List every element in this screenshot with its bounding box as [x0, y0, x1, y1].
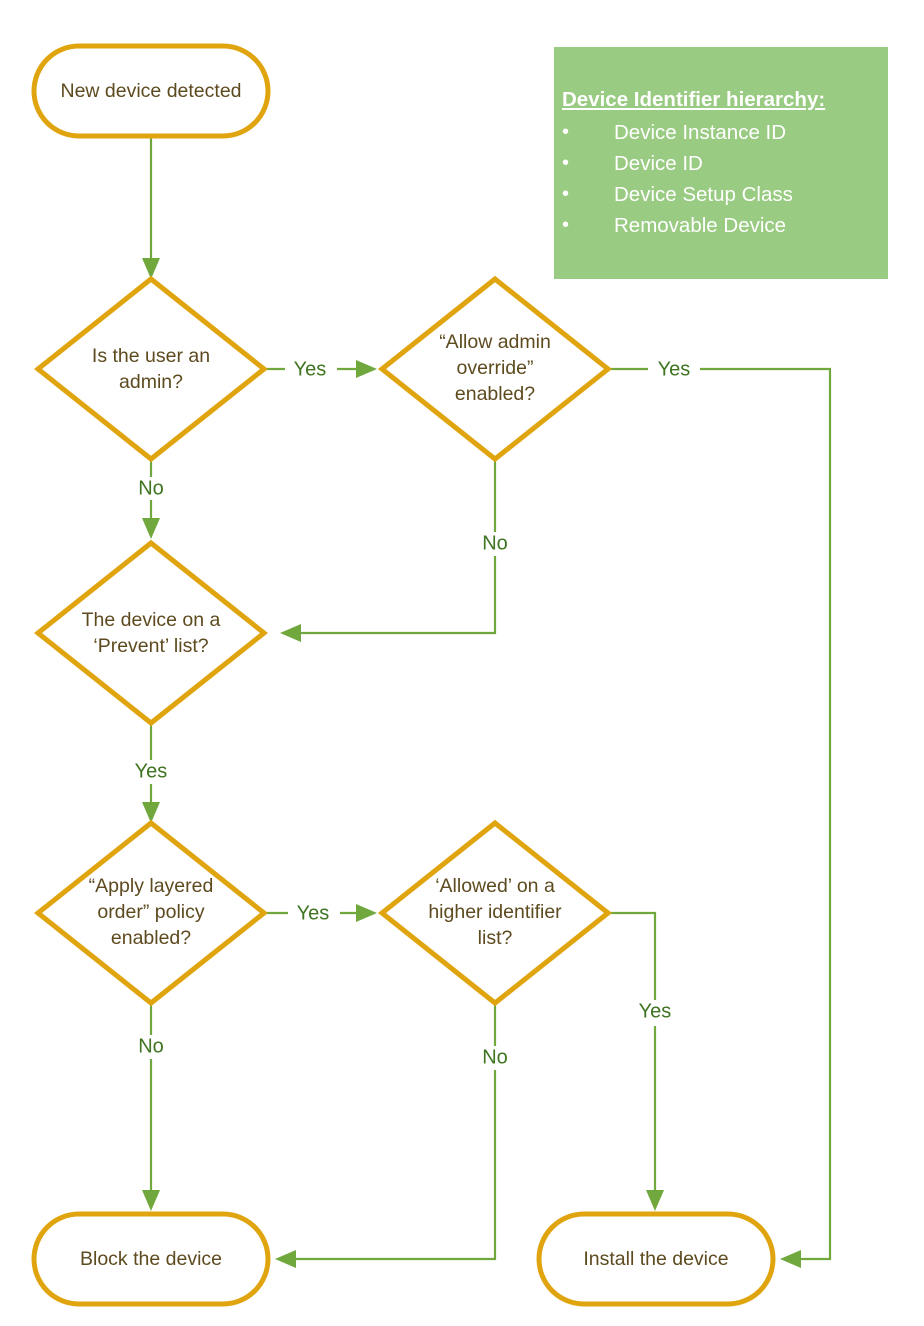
- arrowhead-icon: [275, 1250, 296, 1268]
- node-label-allowed-line1: ‘Allowed’ on a: [435, 875, 555, 897]
- edge-label-yes-prevent: Yes: [135, 760, 168, 782]
- edge-label-yes-admin: Yes: [294, 358, 327, 380]
- legend-item-label: Device Setup Class: [614, 183, 793, 206]
- node-shape-decision: [33, 819, 269, 1007]
- edge-label-no-override: No: [482, 532, 508, 554]
- node-admin-override[interactable]: “Allow admin override” enabled?: [377, 275, 613, 463]
- node-shape-terminator: [31, 1211, 271, 1307]
- edge-label-yes-override: Yes: [658, 358, 691, 380]
- edge-label-no-admin: No: [138, 477, 164, 499]
- node-label-layered-line1: “Apply layered: [89, 875, 214, 897]
- edge-layered-yes: Yes: [264, 902, 377, 924]
- legend-panel: Device Identifier hierarchy: • Device In…: [554, 47, 888, 279]
- arrowhead-icon: [142, 518, 160, 539]
- edge-start-to-is-admin: [142, 137, 160, 279]
- edge-is-admin-yes: Yes: [264, 358, 377, 380]
- arrowhead-icon: [646, 1190, 664, 1211]
- edge-line: [608, 911, 657, 1000]
- edge-admin-override-no: No: [280, 461, 508, 642]
- arrowhead-icon: [142, 258, 160, 279]
- node-shape-decision: [33, 539, 269, 727]
- bullet-icon: •: [562, 152, 570, 174]
- node-shape-decision: [377, 819, 613, 1007]
- edge-line: [700, 367, 832, 1261]
- node-block-device[interactable]: Block the device: [31, 1211, 271, 1307]
- node-label-layered-line2: order” policy: [97, 901, 205, 923]
- edge-allowed-yes: Yes: [608, 911, 672, 1211]
- legend-list-item: • Removable Device: [562, 210, 793, 241]
- legend-list-item: • Device Setup Class: [562, 179, 793, 210]
- edge-line: [295, 556, 497, 635]
- node-shape-decision: [33, 275, 269, 463]
- edge-prevent-yes: Yes: [135, 724, 168, 823]
- edge-line: [290, 1070, 497, 1261]
- bullet-icon: •: [562, 121, 570, 143]
- bullet-icon: •: [562, 183, 570, 205]
- edge-label-yes-allowed: Yes: [639, 1000, 672, 1022]
- node-label-allowed-line3: list?: [478, 927, 513, 949]
- node-label-allowed-line2: higher identifier: [428, 901, 562, 923]
- legend-list: • Device Instance ID • Device ID • Devic…: [562, 117, 793, 241]
- node-is-admin[interactable]: Is the user an admin?: [33, 275, 269, 463]
- arrowhead-icon: [780, 1250, 801, 1268]
- legend-item-label: Device Instance ID: [614, 121, 787, 144]
- arrowhead-icon: [142, 1190, 160, 1211]
- node-allowed-higher[interactable]: ‘Allowed’ on a higher identifier list?: [377, 819, 613, 1007]
- node-label-is-admin-line2: admin?: [119, 371, 183, 393]
- edge-label-no-allowed: No: [482, 1046, 508, 1068]
- edge-is-admin-no: No: [138, 461, 164, 539]
- node-label-prevent-line1: The device on a: [82, 609, 221, 631]
- node-install-device[interactable]: Install the device: [536, 1211, 776, 1307]
- legend-list-item: • Device Instance ID: [562, 117, 793, 148]
- node-label-is-admin-line1: Is the user an: [92, 345, 210, 367]
- node-prevent-list[interactable]: The device on a ‘Prevent’ list?: [33, 539, 269, 727]
- node-layered-order[interactable]: “Apply layered order” policy enabled?: [33, 819, 269, 1007]
- node-label-install: Install the device: [583, 1248, 728, 1270]
- node-label-layered-line3: enabled?: [111, 927, 191, 949]
- legend-title: Device Identifier hierarchy:: [562, 88, 826, 111]
- node-label-admin-override-line2: override”: [457, 357, 534, 379]
- node-label-start: New device detected: [60, 80, 241, 102]
- node-label-admin-override-line3: enabled?: [455, 383, 535, 405]
- node-label-prevent-line2: ‘Prevent’ list?: [93, 635, 208, 657]
- legend-item-label: Removable Device: [614, 214, 787, 237]
- node-label-block: Block the device: [80, 1248, 222, 1270]
- edge-label-yes-layered: Yes: [297, 902, 330, 924]
- edge-label-no-layered: No: [138, 1035, 164, 1057]
- node-shape-terminator: [31, 43, 271, 139]
- arrowhead-icon: [356, 360, 377, 378]
- edge-layered-no: No: [138, 1005, 164, 1211]
- legend-list-item: • Device ID: [562, 148, 793, 179]
- arrowhead-icon: [142, 802, 160, 823]
- bullet-icon: •: [562, 214, 570, 236]
- node-shape-terminator: [536, 1211, 776, 1307]
- node-start[interactable]: New device detected: [31, 43, 271, 139]
- legend-item-label: Device ID: [614, 152, 703, 175]
- arrowhead-icon: [356, 904, 377, 922]
- edge-allowed-no: No: [275, 1005, 508, 1268]
- arrowhead-icon: [280, 624, 301, 642]
- edge-admin-override-yes: Yes: [608, 358, 832, 1268]
- node-label-admin-override-line1: “Allow admin: [439, 331, 551, 353]
- node-shape-decision: [377, 275, 613, 463]
